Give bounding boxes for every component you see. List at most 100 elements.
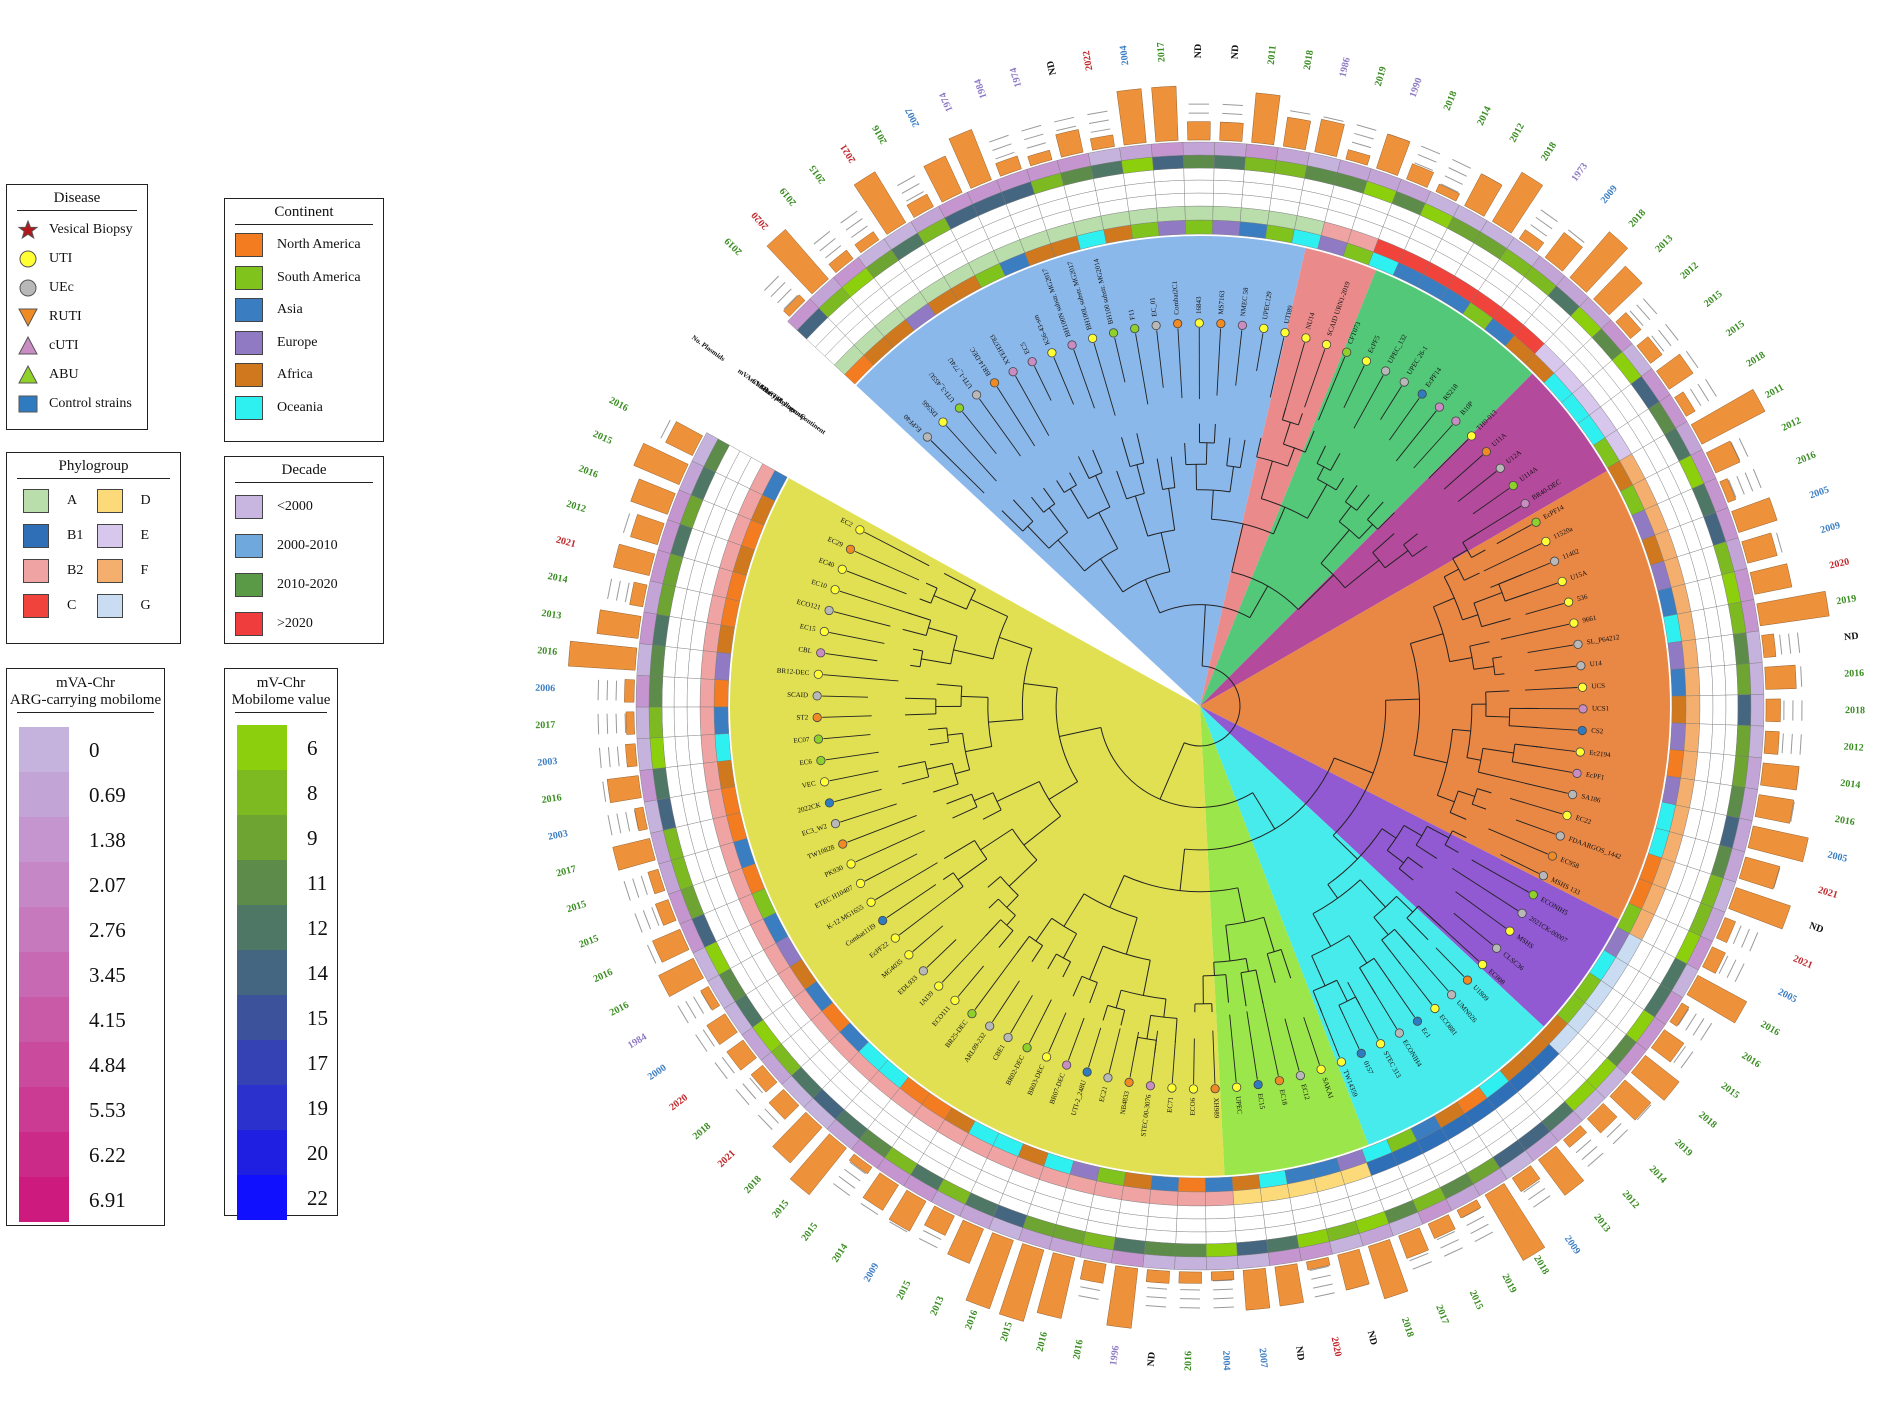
ring-cell-phylo: [700, 650, 718, 680]
tree-branch: [1332, 835, 1358, 860]
tree-branch: [1336, 980, 1348, 1002]
tree-branch: [1312, 913, 1332, 947]
tree-branch: [1100, 727, 1253, 808]
leaf-branch: [847, 815, 917, 843]
leaf-branch: [1500, 854, 1540, 874]
plasmid-scale-dash: [1685, 350, 1699, 369]
scale-label: 6: [307, 735, 318, 760]
plasmid-scale-dash: [1790, 801, 1795, 822]
continent-legend-title: Continent: [274, 204, 334, 220]
plasmid-count-bar: [1690, 388, 1766, 445]
plasmid-scale-dash: [616, 746, 620, 767]
tip-symbol: [1451, 416, 1461, 426]
plasmid-scale-dash: [1790, 733, 1793, 754]
ring-cell-white: [1712, 694, 1727, 725]
tree-branch: [1043, 487, 1056, 505]
plasmid-count-bar: [1728, 887, 1791, 930]
plasmid-count-bar: [854, 231, 880, 254]
tip-symbol: [1067, 340, 1077, 350]
tip-symbol: [813, 669, 823, 679]
plasmid-count-bar: [1427, 1214, 1456, 1239]
plasmid-scale-dash: [615, 680, 618, 701]
year-label: 2018: [691, 1121, 713, 1142]
leaf-label: Ec2194: [1589, 749, 1612, 760]
scale-cell: [237, 725, 287, 770]
plasmid-scale-dash: [783, 294, 798, 310]
ring-cell-white: [687, 734, 704, 765]
plasmid-scale-dash: [1629, 310, 1644, 326]
tree-branch: [953, 886, 964, 895]
phylogroup-item: E: [96, 524, 171, 548]
leaf-label: EcPF1: [1585, 771, 1605, 782]
plasmid-scale-dash: [1540, 209, 1558, 223]
plasmid-count-bar: [647, 868, 666, 895]
continent-item: Oceania: [225, 392, 383, 425]
tree-branch: [1335, 477, 1345, 491]
plasmid-count-bar: [652, 928, 690, 963]
year-label: 2009: [1599, 183, 1620, 205]
plasmid-scale-dash: [1087, 110, 1108, 116]
leaf-label: EC71: [1166, 1096, 1175, 1113]
plasmid-count-bar: [606, 775, 642, 803]
scale-label: 4.84: [89, 1052, 126, 1077]
ring-axis-label: Continent: [798, 412, 827, 436]
ring-cell-continent: [1150, 1175, 1179, 1192]
leaf-branch: [1028, 999, 1052, 1044]
legend-label: Europe: [277, 334, 318, 350]
tree-branch: [1109, 875, 1125, 908]
year-label: 2013: [541, 608, 562, 622]
plasmid-scale-dash: [1414, 162, 1433, 171]
leaf-branch: [1156, 330, 1164, 388]
tree-branch: [957, 858, 988, 881]
plasmid-count-bar: [1219, 121, 1244, 142]
tip-symbol: [1062, 1060, 1072, 1070]
ring-cell-mv: [1152, 155, 1184, 171]
leaf-branch: [979, 398, 1021, 457]
decade-legend-title: Decade: [281, 462, 327, 478]
leaf-branch: [1171, 1041, 1176, 1084]
plasmid-scale-dash: [623, 881, 631, 901]
tip-symbol: [1557, 576, 1567, 587]
ring-cell-white: [674, 647, 691, 679]
ring-cell-white: [1724, 664, 1739, 696]
scale-cell: [19, 727, 69, 772]
leaf-branch: [1500, 623, 1570, 640]
leaf-label: Combat2C1: [1171, 280, 1181, 315]
scale-cell: [237, 1175, 287, 1220]
leaf-label: 16843: [1195, 296, 1203, 314]
tree-branch: [1307, 484, 1328, 519]
plasmid-scale-dash: [1474, 1231, 1494, 1243]
plasmid-scale-dash: [1222, 112, 1243, 116]
scale-cell: [237, 860, 287, 905]
ring-cell-white: [673, 706, 689, 737]
legend-label: F: [140, 563, 149, 578]
ring-cell-white: [1205, 1230, 1237, 1245]
plasmid-scale-dash: [1797, 632, 1801, 653]
plasmid-scale-dash: [1530, 224, 1548, 237]
phylogroup-item: C: [23, 594, 97, 618]
year-label: 2016: [963, 1309, 980, 1332]
tree-branch: [1125, 917, 1138, 955]
disease-item: UEc: [7, 273, 147, 302]
year-label: 2016: [1035, 1331, 1050, 1353]
tree-branch: [1492, 656, 1503, 659]
legend-label: G: [140, 598, 151, 613]
leaf-label: UPEC: [1234, 1096, 1244, 1115]
leaf-branch: [1389, 397, 1420, 441]
plasmid-scale-dash: [1311, 1274, 1331, 1280]
tree-branch: [1311, 955, 1326, 986]
leaf-branch: [1510, 582, 1558, 600]
leaf-branch: [1067, 1017, 1085, 1061]
plasmid-count-bar: [768, 1089, 800, 1120]
tree-branch: [1478, 771, 1509, 780]
leaf-branch: [829, 770, 879, 782]
tip-symbol: [830, 585, 840, 595]
plasmid-scale-dash: [1026, 142, 1046, 149]
plasmid-scale-dash: [651, 907, 660, 926]
ring-cell-white: [1213, 167, 1245, 183]
year-label: 2017: [555, 864, 577, 880]
year-label: 2011: [1763, 382, 1785, 401]
legend-label: <2000: [277, 498, 313, 514]
tree-branch: [1245, 958, 1249, 972]
